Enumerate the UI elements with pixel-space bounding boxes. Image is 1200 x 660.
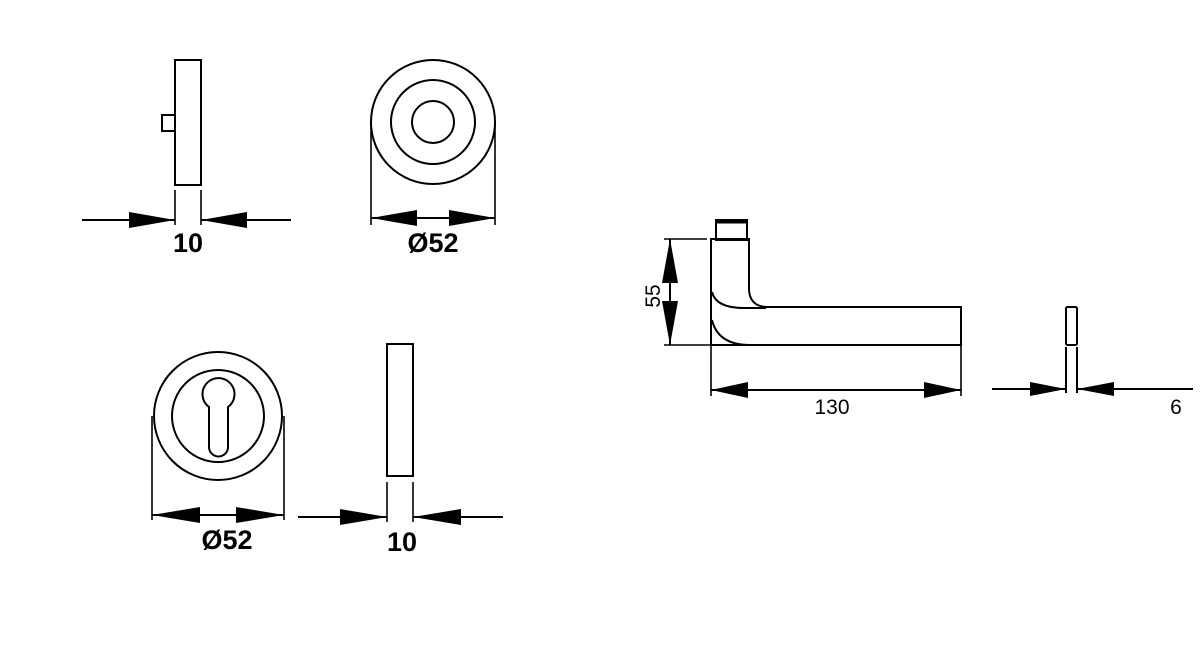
escutcheon-outer-circle [153,351,283,481]
lever-outline [710,238,962,346]
lever-end-view: 6 [992,306,1193,419]
lever-fillet-lower [711,319,751,346]
escutcheon-inner-circle [171,369,265,463]
dimension-label-rose-width: 10 [173,228,203,258]
arrow-right-icon [449,210,495,226]
arrow-down-icon [662,301,678,345]
rose-outer-circle [370,59,496,185]
arrow-up-icon [662,239,678,283]
dimension-label-lever-thickness: 6 [1170,396,1182,419]
rose-middle-circle [390,79,476,165]
arrow-left-icon [371,210,417,226]
arrow-right-icon [340,509,387,525]
dimension-label-lever-length: 130 [814,396,849,419]
rose-side-view: 10 [82,59,291,258]
lever-end-upper [1065,306,1078,346]
arrow-right-icon [1030,382,1066,396]
dimension-label-escutcheon-diameter: Ø52 [201,525,252,555]
escutcheon-front-view: Ø52 [151,351,285,555]
rose-pin [161,114,176,132]
lever-side-view: 55 130 [642,219,962,419]
arrow-left-icon [1077,382,1114,396]
rose-front-view: Ø52 [370,59,496,258]
arrow-right-icon [924,382,961,398]
lever-fillet-upper [711,291,766,309]
dimension-label-escutcheon-width: 10 [387,527,417,557]
rose-body [174,59,202,186]
dimension-label-lever-height: 55 [642,284,665,307]
dimension-label-rose-diameter: Ø52 [407,228,458,258]
arrow-left-icon [152,507,200,523]
escutcheon-body [386,343,414,477]
arrow-right-icon [236,507,284,523]
rose-inner-circle [411,100,455,144]
escutcheon-side-view: 10 [298,343,503,557]
arrow-left-icon [413,509,461,525]
arrow-left-icon [201,212,247,228]
arrow-left-icon [711,382,748,398]
arrow-right-icon [129,212,175,228]
keyhole-profile-cylinder [201,377,236,458]
